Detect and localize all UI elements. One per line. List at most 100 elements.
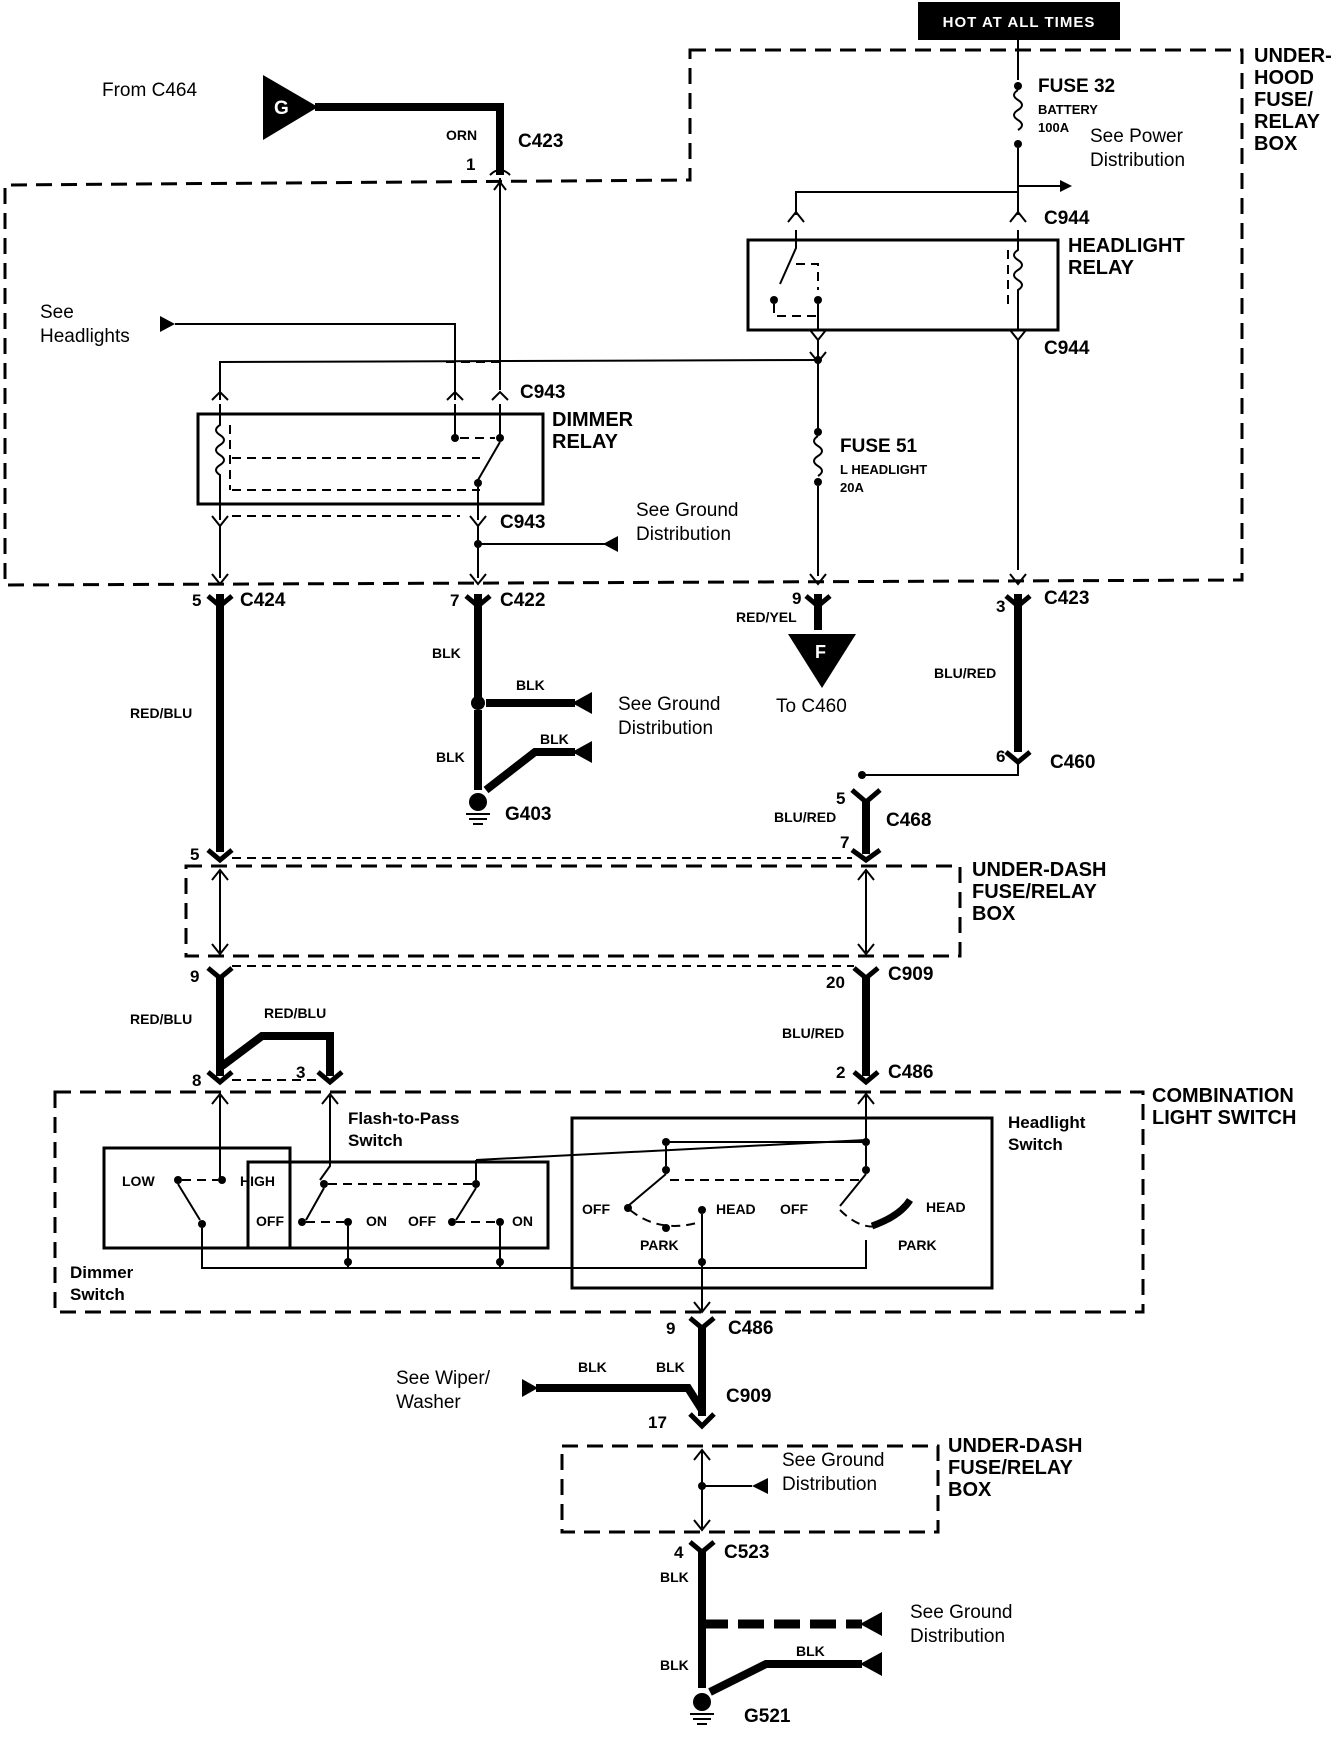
- ground-g521-icon: [690, 1693, 714, 1725]
- wire-orn: [315, 103, 504, 175]
- wire: [864, 762, 1019, 776]
- wire-label-red-blu-3: RED/BLU: [264, 1005, 326, 1021]
- svg-text:Distribution: Distribution: [782, 1474, 877, 1495]
- pin-label: 20: [826, 973, 845, 992]
- fuse-terminal: [814, 478, 822, 486]
- svg-text:HOOD: HOOD: [1254, 67, 1314, 89]
- connector-g-label: G: [274, 98, 289, 119]
- head-off-2: OFF: [780, 1201, 808, 1217]
- arrow-icon: [1060, 180, 1072, 192]
- connector-mark: [852, 1070, 880, 1086]
- connector-g521: G521: [744, 1706, 791, 1727]
- pin-label: 9: [190, 967, 199, 986]
- svg-text:LIGHT SWITCH: LIGHT SWITCH: [1152, 1107, 1296, 1129]
- svg-text:UNDER-DASH: UNDER-DASH: [972, 859, 1106, 881]
- switch-terminal: [698, 1206, 706, 1214]
- wire: [475, 1139, 867, 1161]
- switch-terminal: [218, 1176, 226, 1184]
- relay-coil-icon: [1013, 230, 1023, 330]
- pin-label: 5: [192, 591, 201, 610]
- fuse-32-sub1: BATTERY: [1038, 102, 1098, 117]
- connector-mark: [211, 868, 229, 881]
- switch-terminal: [344, 1218, 352, 1226]
- wire-label-blk-9: BLK: [796, 1643, 825, 1659]
- connector-mark: [206, 848, 234, 864]
- wire-label-blk-6: BLK: [656, 1359, 685, 1375]
- svg-text:See Ground: See Ground: [910, 1602, 1012, 1623]
- wire: [201, 1228, 867, 1269]
- svg-text:See Power: See Power: [1090, 126, 1184, 147]
- arrow-icon: [860, 1612, 882, 1636]
- pin-label: 9: [792, 589, 801, 608]
- see-ground-label-4: See Ground Distribution: [910, 1602, 1012, 1647]
- connector-mark: [206, 1070, 234, 1086]
- splice-dot: [698, 1258, 706, 1266]
- relay-coil-icon: [215, 404, 225, 520]
- svg-text:Distribution: Distribution: [636, 524, 731, 545]
- ftp-off-1: OFF: [256, 1213, 284, 1229]
- underdash-box-boundary-1: [184, 864, 962, 958]
- dimmer-relay-component: [196, 412, 545, 506]
- connector-mark: [688, 1412, 716, 1430]
- from-c464-label: From C464: [102, 80, 197, 101]
- fuse-terminal: [814, 428, 822, 436]
- pin-label: 5: [190, 845, 199, 864]
- switch-terminal: [662, 1224, 670, 1232]
- relay-contact: [779, 230, 797, 285]
- head-park-1: PARK: [640, 1237, 679, 1253]
- svg-text:See Wiper/: See Wiper/: [396, 1368, 491, 1389]
- switch-contact: [839, 1173, 867, 1207]
- svg-text:BOX: BOX: [972, 903, 1016, 925]
- connector-c422: C422: [500, 590, 545, 611]
- connector-mark: [688, 1540, 716, 1556]
- svg-text:HEADLIGHT: HEADLIGHT: [1068, 235, 1185, 257]
- relay-terminal: [496, 434, 504, 442]
- wire-red-blu-3: [219, 1032, 334, 1076]
- connector-mark: [857, 943, 875, 956]
- pin-label: 5: [836, 789, 845, 808]
- fuse-51-name: FUSE 51: [840, 436, 918, 457]
- switch-terminal: [174, 1176, 182, 1184]
- arrow-icon: [603, 536, 618, 552]
- underdash-box-boundary-2: [560, 1444, 940, 1534]
- svg-text:RELAY: RELAY: [1254, 111, 1321, 133]
- switch-contact: [177, 1183, 201, 1221]
- underhood-box-boundary: [3, 48, 1244, 587]
- wire-label-blu-red-2: BLU/RED: [774, 809, 836, 825]
- pin-label: 2: [836, 1063, 845, 1082]
- connector-mark: [857, 1092, 875, 1105]
- svg-text:RELAY: RELAY: [552, 431, 619, 453]
- fuse-terminal: [1014, 140, 1022, 148]
- switch-contact: [627, 1173, 667, 1207]
- pin-label: 4: [674, 1543, 684, 1562]
- wire-label-blk-5: BLK: [578, 1359, 607, 1375]
- relay-terminal: [770, 296, 778, 304]
- fuse-51-sub2: 20A: [840, 480, 864, 495]
- relay-terminal: [814, 296, 822, 304]
- headlight-relay-component: [746, 238, 1060, 332]
- connector-mark: [1009, 210, 1027, 223]
- connector-mark: [852, 966, 880, 982]
- svg-text:FUSE/: FUSE/: [1254, 89, 1313, 111]
- switch-terminal: [862, 1166, 870, 1174]
- connector-mark: [206, 966, 234, 982]
- svg-text:Flash-to-Pass: Flash-to-Pass: [348, 1109, 459, 1128]
- ftp-off-2: OFF: [408, 1213, 436, 1229]
- see-wiper-washer-label: See Wiper/ Washer: [396, 1368, 491, 1413]
- connector-mark: [693, 1301, 711, 1314]
- svg-text:UNDER-: UNDER-: [1254, 45, 1332, 67]
- svg-text:COMBINATION: COMBINATION: [1152, 1085, 1294, 1107]
- arrow-icon: [160, 316, 175, 332]
- connector-mark: [211, 390, 229, 401]
- head-head-2: HEAD: [926, 1199, 966, 1215]
- connector-mark: [1004, 594, 1032, 610]
- svg-text:Distribution: Distribution: [618, 718, 713, 739]
- underdash-box-title-1: UNDER-DASH FUSE/RELAY BOX: [972, 859, 1106, 925]
- arrow-icon: [572, 741, 592, 763]
- switch-link: [839, 1209, 881, 1228]
- splice-dot: [496, 1258, 504, 1266]
- svg-text:Switch: Switch: [70, 1285, 125, 1304]
- wire: [219, 359, 819, 400]
- wire-label-orn: ORN: [446, 127, 477, 143]
- pin-label: 3: [996, 597, 1005, 616]
